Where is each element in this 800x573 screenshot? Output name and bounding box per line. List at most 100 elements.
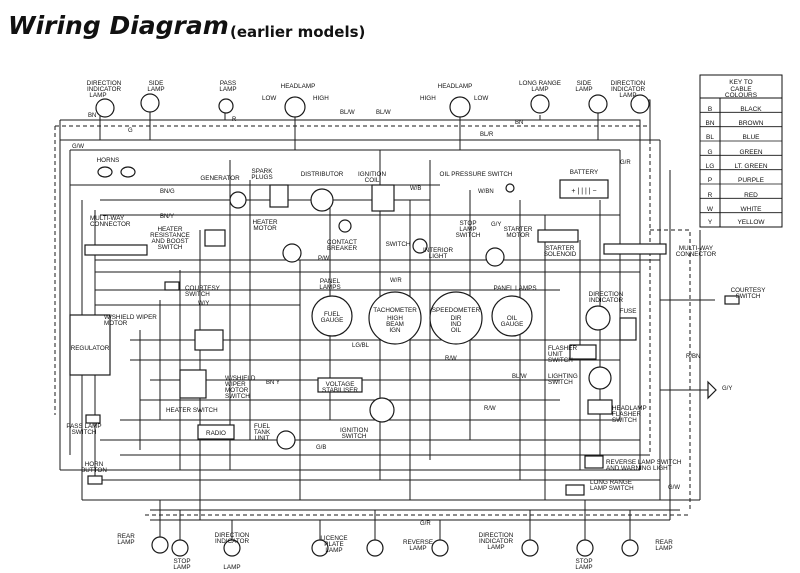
horn-icon: [120, 166, 136, 178]
label-regulator: REGULATOR: [71, 345, 110, 352]
wire-code: G/W: [72, 144, 84, 150]
reverse-lamp: [366, 539, 384, 557]
diagram-title: Wiring Diagram: [8, 11, 229, 40]
label-spark-plugs: PLUGS: [251, 174, 272, 181]
wire-code: P/W: [318, 256, 330, 262]
label-courtesy-switch-right: SWITCH: [736, 293, 761, 300]
label-fuel-tank-unit: UNIT: [255, 435, 270, 442]
label-tachometer: TACHOMETER: [373, 307, 417, 314]
key-code: B: [708, 106, 712, 113]
multiway-connector-left: [84, 244, 148, 256]
ignition-coil-icon: [371, 184, 395, 212]
label-horn-button: HORN: [85, 461, 104, 468]
label-heater-motor: HEATER: [252, 219, 278, 226]
label-high-right: HIGH: [420, 95, 436, 102]
label-starter-solenoid: STARTER: [546, 245, 575, 252]
wire-code: R/W: [484, 406, 496, 412]
label-ignition-coil: IGNITION: [358, 171, 386, 178]
wire-code: R/BN: [686, 354, 700, 360]
label-contact-breaker: BREAKER: [327, 245, 358, 252]
voltage-stabiliser-icon: [317, 377, 363, 393]
radio-icon: [197, 424, 235, 440]
tachometer-icon: [368, 291, 422, 345]
direction-indicator-rear-left: [223, 539, 241, 557]
label-distributor: DISTRIBUTOR: [301, 171, 344, 178]
headlamp-flasher-switch-icon: [587, 399, 613, 415]
key-code: G: [707, 149, 712, 156]
label-generator: GENERATOR: [200, 175, 240, 182]
label-dir-ind-rear-right: LAMP: [487, 544, 504, 551]
component-labels: DIRECTION INDICATOR LAMP SIDE LAMP PASS …: [66, 80, 766, 571]
label-interior-light: INTERIOR: [423, 247, 454, 254]
speedometer-icon: [429, 291, 483, 345]
label-ignition-switch: SWITCH: [342, 433, 367, 440]
label-heater-resistance: HEATER: [157, 226, 183, 233]
key-code: LG: [706, 163, 715, 170]
reverse-lamp-2: [431, 539, 449, 557]
label-heater-resistance: RESISTANCE: [150, 232, 190, 239]
label-long-range-lamp: LAMP: [531, 86, 548, 93]
label-headlamp-flasher: HEADLAMP: [612, 405, 647, 412]
key-colour: BLACK: [740, 106, 762, 113]
starter-solenoid-icon: [537, 229, 579, 243]
wire-code: BL/W: [340, 110, 355, 116]
direction-indicator-rear-right: [521, 539, 539, 557]
label-reverse-lamp: REVERSE: [403, 539, 433, 546]
label-speedometer: DIR: [451, 315, 462, 322]
courtesy-switch-left-icon: [164, 281, 180, 291]
wire-code: G: [128, 128, 133, 134]
label-fuel-gauge: GAUGE: [321, 317, 344, 324]
label-headlamp-flasher: FLASHER: [612, 411, 641, 418]
pass-lamp: [218, 98, 234, 114]
label-rear-lamp-left: REAR: [117, 533, 135, 540]
reverse-lamp-switch-icon: [584, 455, 604, 469]
wire-code: G/B: [316, 445, 326, 451]
heater-resistance-icon: [204, 229, 226, 247]
horn-icon: [97, 166, 113, 178]
wire-code: R/W: [445, 356, 457, 362]
key-heading-2: CABLE: [730, 86, 752, 93]
lighting-switch-icon: [588, 366, 612, 390]
wire-code: BN/G: [160, 189, 175, 195]
label-wiper-motor-switch: MOTOR: [225, 387, 249, 394]
rear-lamp-right: [621, 539, 639, 557]
wire-code: G/R: [620, 160, 631, 166]
oil-gauge-icon: [491, 295, 533, 337]
front-lamps: [95, 93, 650, 118]
label-tachometer: HIGH: [387, 315, 403, 322]
label-direction-indicator: DIRECTION: [589, 291, 624, 298]
label-rear-lamp-left: LAMP: [117, 539, 134, 546]
label-flasher-unit: SWITCH: [548, 357, 573, 364]
regulator-icon: [69, 314, 111, 376]
wire-code: LG/BL: [352, 343, 370, 349]
label-speedometer: IND: [451, 321, 462, 328]
key-code: W: [707, 206, 714, 213]
label-licence-plate-lamp: LAMP: [325, 547, 342, 554]
label-panel-lamps-right: PANEL LAMPS: [493, 285, 536, 292]
label-stop-lamp-right: STOP: [575, 558, 592, 565]
label-stop-lamp-right: LAMP: [575, 564, 592, 571]
wiper-motor-icon: [194, 329, 224, 351]
label-wiper-motor-switch: W/SHIELD: [225, 375, 256, 382]
label-voltage-stabiliser: VOLTAGE: [326, 381, 355, 388]
label-horns: HORNS: [97, 157, 120, 164]
label-battery: BATTERY: [570, 169, 599, 176]
label-long-range-lamp: LONG RANGE: [519, 80, 561, 87]
wire-code: BN/Y: [160, 214, 174, 220]
label-fuel-tank-unit: FUEL: [254, 423, 271, 430]
key-heading-3: COLOURS: [725, 92, 758, 99]
label-licence-plate-lamp: PLATE: [324, 541, 343, 548]
label-lighting-switch: SWITCH: [548, 379, 573, 386]
key-colour: GREEN: [739, 149, 762, 156]
label-side-lamp-left: SIDE: [149, 80, 164, 87]
label-dir-ind-right: LAMP: [619, 92, 636, 99]
label-headlamp-right: HEADLAMP: [438, 83, 473, 90]
rear-lamps: [151, 536, 639, 557]
starter-motor-icon: [485, 247, 505, 267]
label-reverse-lamp-switch: REVERSE LAMP SWITCH: [606, 459, 682, 466]
generator-icon: [229, 191, 247, 209]
label-dir-ind-right: DIRECTION: [611, 80, 646, 87]
long-range-lamp: [530, 94, 550, 114]
label-stop-lamp-left: STOP: [173, 558, 190, 565]
